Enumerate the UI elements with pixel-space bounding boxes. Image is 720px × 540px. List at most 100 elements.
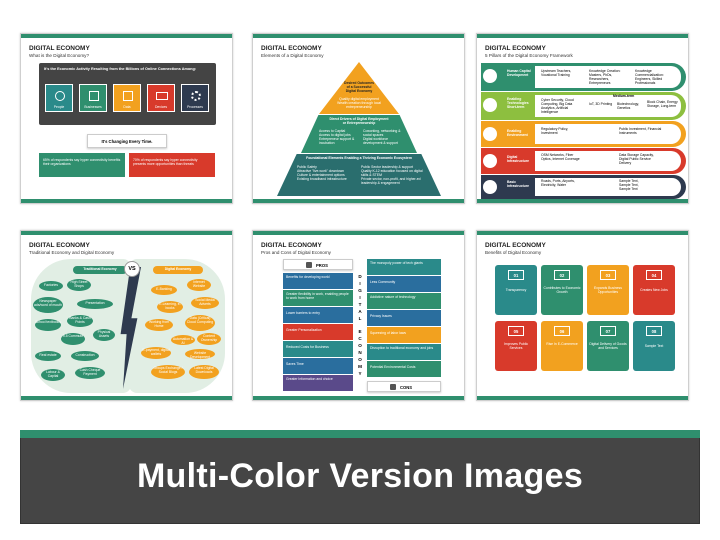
pillar-col-head: Medium-term [613,94,635,98]
slide-thumbnail-what-is[interactable]: DIGITAL ECONOMY What is the Digital Econ… [20,33,233,204]
vs-text: VS [128,266,136,272]
pro-item: Reduced Costs for Business [283,341,353,357]
slide-subtitle: Traditional Economy and Digital Economy [29,250,115,255]
digital-item: E-Learning, e-books [157,301,183,313]
bullet: Wealth creation through local entreprene… [337,100,381,109]
pillar-col: Public Investment, Financial Instruments [619,127,662,135]
letter: I [359,295,361,300]
letter: O [358,357,362,362]
stat-right: 70% of respondents say hyper connectivit… [129,153,215,177]
letter: E [358,329,362,334]
benefit-number: 06 [554,326,570,336]
digital-item: E-Banking [151,285,177,295]
connections-heading: It's the Economic Activity Resulting fro… [44,67,197,71]
con-item: Privacy Issues [367,310,441,326]
slide-thumbnail-pillars[interactable]: DIGITAL ECONOMY 5 Pillars of the Digital… [476,33,689,204]
traditional-item: Presentation [77,299,113,309]
pillar-col: Upstream Teachers, Vocational Training [541,69,572,77]
slide-title: DIGITAL ECONOMY [261,45,322,52]
pillar-row: Basic Infrastructure Roads, Ports, Airpo… [481,175,686,199]
letter: O [358,343,362,348]
traditional-item: Real estate [35,351,61,361]
letter: A [358,309,362,314]
benefit-label: Improves Public Services [503,342,529,350]
slide-thumbnail-traditional-vs-digital[interactable]: DIGITAL ECONOMY Traditional Economy and … [20,230,233,401]
traditional-item: 9-5 Commute [61,333,85,345]
letter: N [358,350,362,355]
letter: C [358,336,362,341]
slide-subtitle: Pros and Cons of Digital Economy [261,250,331,255]
benefit-number: 01 [508,270,524,280]
changing-banner: It's Changing Every Time. [87,134,167,148]
pyramid-top-label: Desired Outcomes of a Successful Digital… [344,81,374,93]
vs-badge: VS [124,261,140,277]
building-icon [89,91,99,101]
pillar-col: IoT, 3D Printing [589,102,613,106]
letter: Y [358,371,362,376]
pro-item: Saves Time [283,358,353,374]
letter: I [359,281,361,286]
item-label: Businesses [84,105,102,109]
pillar-content: Upstream Teachers, Vocational Training K… [535,66,681,88]
benefit-number: 08 [646,326,662,336]
traditional-item: School textbooks [35,319,61,331]
pro-item: Lower barriers to entry [283,307,353,323]
pillar-col: Cyber Security, Cloud Computing, Big Dat… [541,98,574,114]
item-data: Data [113,84,141,112]
slide-thumbnail-pros-cons[interactable]: DIGITAL ECONOMY Pros and Cons of Digital… [252,230,465,401]
banner-title: Multi-Color Version Images [136,457,584,495]
pro-item: Benefits for developing world [283,273,353,289]
bullet: Digital workforce development & support [363,136,398,145]
pillar-col: Data Storage Capacity, Digital Public Se… [619,153,654,165]
stat-left: 65% of respondents say hyper connectivit… [39,153,125,177]
pillar-content: Regulatory Policy, Investment Public Inv… [535,124,681,144]
digital-item: Data (Critical) Cloud Computing [185,315,215,331]
traditional-item: Banks & Cash Points [67,315,93,327]
slide-title: DIGITAL ECONOMY [485,45,546,52]
bullet: Public Sector leadership & support [361,165,414,169]
slide-subtitle: Benefits of Digital Economy [485,250,542,255]
bullet: Culture & entertainment options [297,172,345,177]
con-item: Less Community [367,276,441,292]
pillar-col: Knowledge Commercialization: Engineers, … [635,69,664,85]
data-icon [123,91,133,101]
pillar-col: OSM Networks, Fiber Optics, Internet Cov… [541,153,580,161]
pillar-name: Human Capital Development [507,69,531,77]
traditional-item: Labour & Capital [41,369,65,381]
bullet: Access to digital jobs [319,132,351,137]
pillar-row: Enabling Technologies Short-term Cyber S… [481,92,686,120]
item-label: Devices [154,105,168,109]
letter: L [358,316,362,321]
pillar-col: Regulatory Policy, Investment [541,127,569,135]
slide-thumbnail-benefits[interactable]: DIGITAL ECONOMY Benefits of Digital Econ… [476,230,689,401]
pro-item: Greater Personalization [283,324,353,340]
pillar-row: Enabling Environment Regulatory Policy, … [481,121,686,147]
bullet: Existing broadband infrastructure [297,176,347,181]
benefit-number: 03 [600,270,616,280]
slide-thumbnail-elements[interactable]: DIGITAL ECONOMY Elements of a Digital Ec… [252,33,465,204]
bullet: Quality digital employment [339,97,379,101]
benefit-number: 07 [600,326,616,336]
pillar-content: Cyber Security, Cloud Computing, Big Dat… [535,94,681,117]
traditional-item: Physical Assets [93,329,115,341]
traditional-label: Traditional Economy [73,266,127,274]
con-item: Addictive nature of technology [367,293,441,309]
pyramid-middle-label: Direct Drivers of Digital Employment or … [329,117,389,125]
pillar-row: Digital Infrastructure OSM Networks, Fib… [481,148,686,174]
stat-left-text: 65% of respondents say hyper connectivit… [43,158,121,166]
pillar-col: Roads, Ports, Airports, Electricity, Wat… [541,179,575,187]
item-label: People [53,105,65,109]
digital-item: Website Development [185,349,215,359]
digital-item: Social Media Adverts [191,297,219,309]
digital-item: Latest Digital Downloads [189,365,219,379]
